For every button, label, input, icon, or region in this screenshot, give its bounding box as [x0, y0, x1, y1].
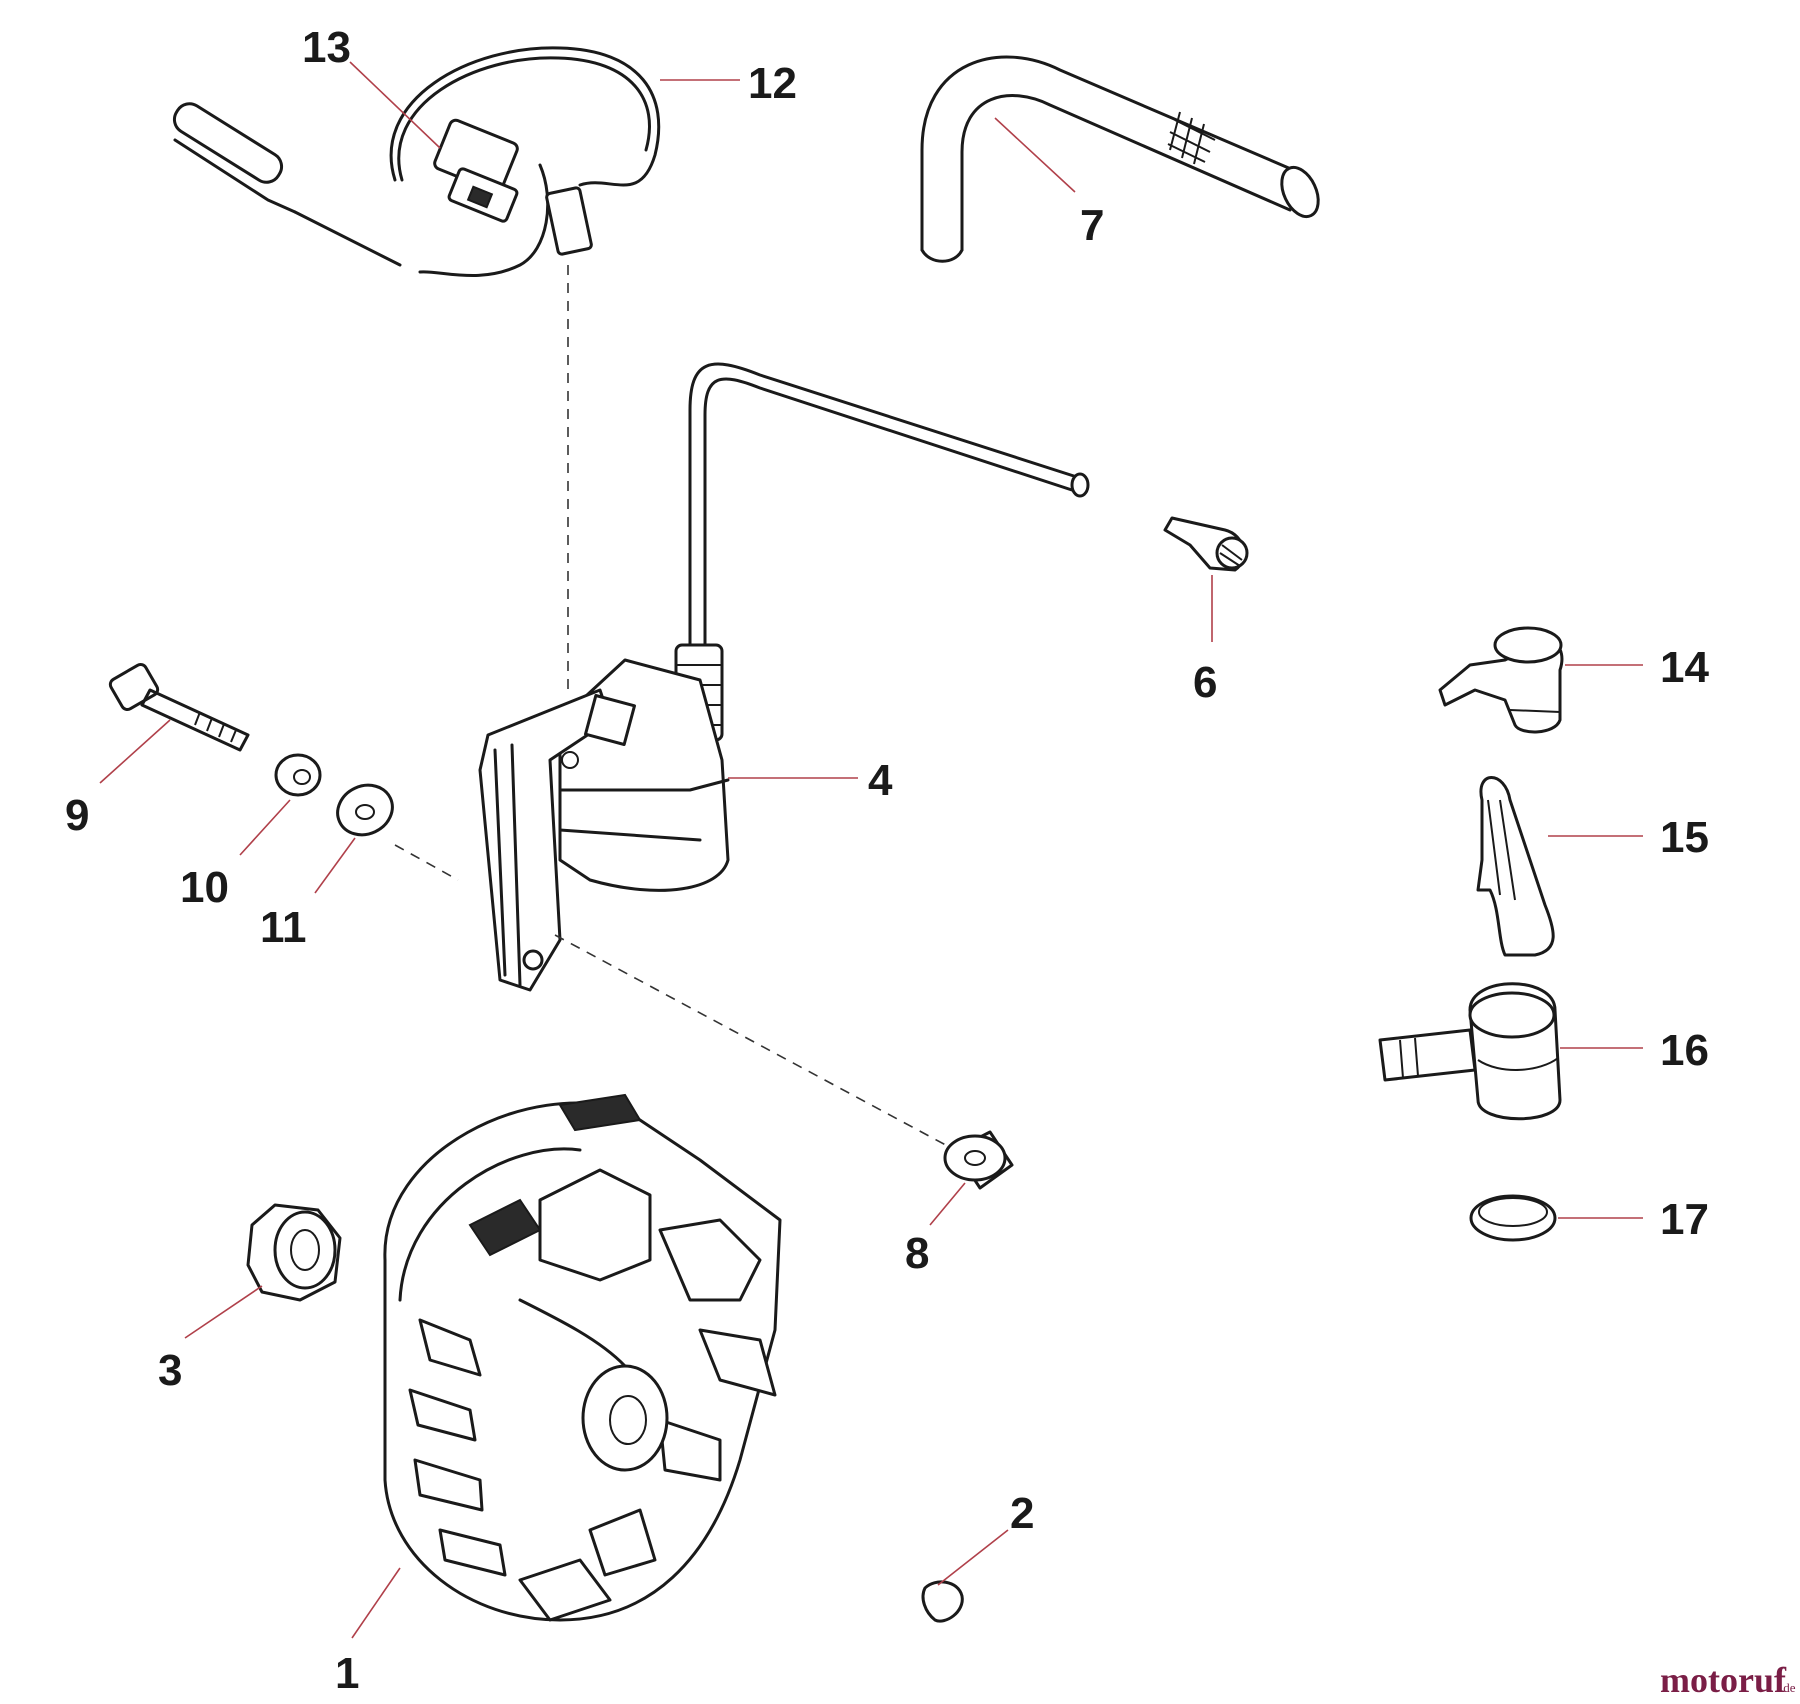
watermark-name: motoruf [1660, 1660, 1787, 1700]
part-8-spacer [943, 1130, 1014, 1190]
leader-7 [994, 117, 1076, 193]
part-17-ring [1469, 1194, 1557, 1242]
leader-13 [349, 61, 441, 149]
callout-6: 6 [1193, 658, 1217, 707]
callout-17: 17 [1660, 1195, 1709, 1244]
callout-15: 15 [1660, 813, 1709, 862]
leader-10 [239, 799, 291, 856]
callout-labels: 13 12 7 6 14 4 9 10 11 15 16 8 17 3 2 1 [65, 23, 1709, 1698]
leader-2 [937, 1529, 1009, 1586]
watermark-logo: motoruf .de [1660, 1660, 1796, 1700]
callout-10: 10 [180, 863, 229, 912]
part-12-wire-harness [172, 46, 661, 277]
callout-7: 7 [1080, 201, 1104, 250]
part-15-spring-contact [1476, 776, 1555, 957]
callout-3: 3 [158, 1346, 182, 1395]
part-10-spring-washer [274, 753, 322, 797]
part-7-fuel-hose [920, 55, 1320, 263]
part-4-ignition-coil [478, 362, 1090, 992]
callout-4: 4 [868, 756, 893, 805]
leader-3 [184, 1285, 263, 1339]
watermark-suffix: .de [1780, 1680, 1796, 1695]
leader-lines [99, 61, 1643, 1639]
part-3-nut [246, 1203, 342, 1302]
part-11-washer [336, 783, 394, 837]
callout-16: 16 [1660, 1026, 1709, 1075]
callout-8: 8 [905, 1229, 929, 1278]
part-1-flywheel [383, 1093, 782, 1622]
callout-2: 2 [1010, 1489, 1034, 1538]
part-14-plug-cap [1438, 626, 1564, 734]
callout-9: 9 [65, 791, 89, 840]
part-9-screw [108, 662, 250, 752]
leader-8 [929, 1182, 966, 1226]
part-16-plug-boot [1378, 982, 1562, 1121]
part-6-spring-clip [1163, 516, 1249, 572]
leader-1 [351, 1567, 401, 1639]
part-13-connector [433, 118, 519, 223]
leader-11 [314, 837, 356, 894]
callout-1: 1 [335, 1649, 359, 1698]
callout-12: 12 [748, 59, 797, 108]
part-2-key [921, 1580, 964, 1623]
dash-line-11-to-4 [394, 844, 459, 881]
dash-line-4-to-8 [554, 934, 956, 1151]
callout-11: 11 [260, 903, 307, 952]
callout-14: 14 [1660, 643, 1709, 692]
leader-9 [99, 719, 171, 784]
callout-13: 13 [302, 23, 351, 72]
